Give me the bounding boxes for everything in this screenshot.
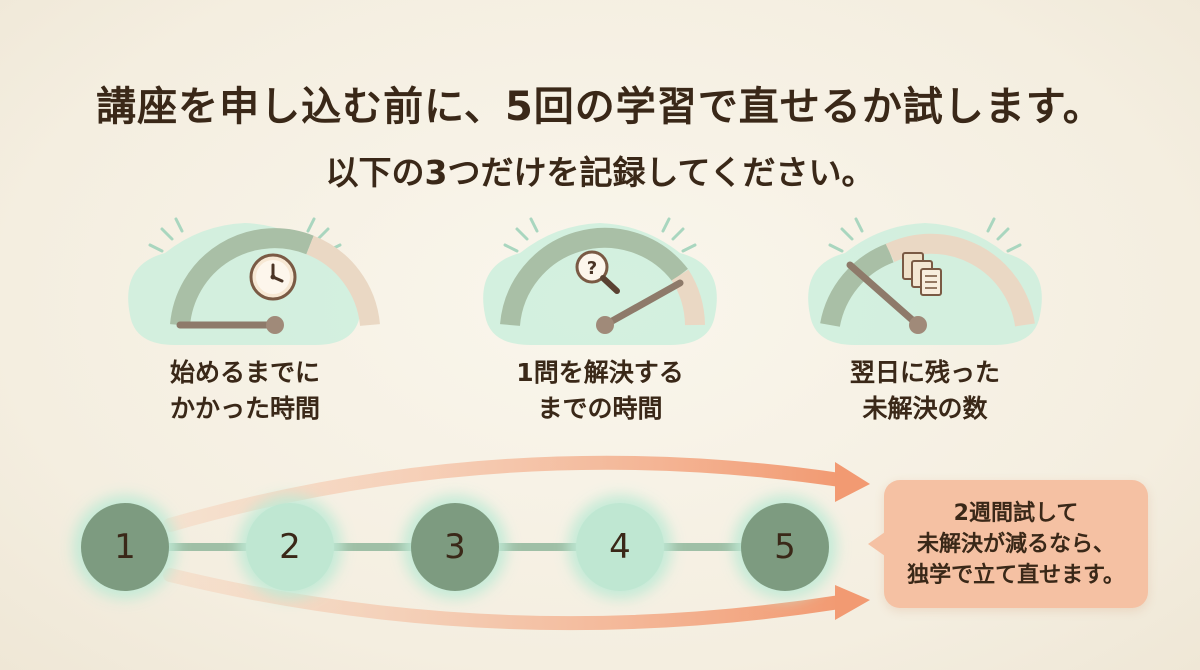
gauge-label: 始めるまでに かかった時間 [169,358,320,423]
arrow-bottom [163,568,847,631]
session-node-4 [576,503,664,591]
clock-icon [249,253,297,301]
session-node-5 [741,503,829,591]
gauge-start-time: 始めるまでに かかった時間 [110,205,380,445]
session-label-5: 5 [774,527,796,567]
arrow-top [163,455,847,532]
session-label-4: 4 [609,527,631,567]
result-callout: 2週間試して 未解決が減るなら、 独学で立て直せます。 [868,480,1148,608]
callout-line: 独学で立て直せます。 [907,562,1125,588]
session-label-3: 3 [444,527,466,567]
session-node-2 [246,503,334,591]
page-title: 講座を申し込む前に、5回の学習で直せるか試します。 [96,84,1104,130]
svg-text:?: ? [587,258,597,279]
magnifier-question-icon: ? [575,250,620,294]
callout-line: 2週間試して [953,500,1079,526]
gauge-label: 1問を解決する までの時間 [516,358,684,423]
gauge-unsolved-count: 翌日に残った 未解決の数 [790,205,1060,445]
session-node-1 [81,503,169,591]
arrow-top-head [835,462,870,502]
gauge-solve-time: ? 1問を解決する までの時間 [465,205,735,445]
session-node-3 [411,503,499,591]
documents-icon [902,252,942,296]
session-timeline [73,455,870,631]
callout-line: 未解決が減るなら、 [916,531,1115,557]
session-label-1: 1 [114,527,136,567]
arrow-bottom-head [835,585,870,620]
page-subtitle: 以下の3つだけを記録してください。 [325,153,875,192]
gauge-label: 翌日に残った 未解決の数 [849,358,1000,423]
session-label-2: 2 [279,527,301,567]
